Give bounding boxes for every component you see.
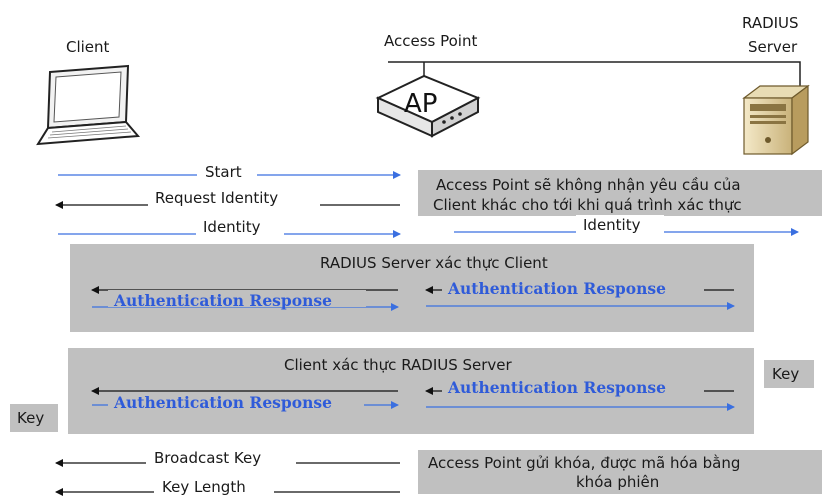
key-box-right	[764, 360, 814, 388]
phase1-right-label: Authentication Response	[447, 279, 666, 298]
phase1-left-label: Authentication Response	[113, 291, 332, 310]
ap-block-note-box	[418, 170, 822, 216]
ap-send-note-line1: Access Point gửi khóa, được mã hóa bằng	[428, 454, 740, 472]
radius-label-line2: Server	[748, 38, 798, 56]
phase2-right-label: Authentication Response	[447, 378, 666, 397]
network-link	[388, 61, 801, 88]
access-point-icon: AP	[375, 74, 481, 138]
access-point-label: Access Point	[384, 32, 477, 50]
ap-send-note-box	[418, 450, 822, 494]
ap-block-note-line2: Client khác cho tới khi quá trình xác th…	[433, 196, 742, 214]
ap-icon-label: AP	[404, 89, 437, 119]
start-label: Start	[205, 163, 242, 181]
phase2-left-label: Authentication Response	[113, 393, 332, 412]
radius-label-line1: RADIUS	[742, 14, 799, 32]
ap-send-note-line2: khóa phiên	[576, 473, 659, 491]
ap-block-note-line1: Access Point sẽ không nhận yêu cầu của	[436, 176, 741, 194]
key-length-label: Key Length	[162, 478, 246, 496]
laptop-icon	[36, 64, 141, 146]
request-identity-label: Request Identity	[155, 189, 278, 207]
client-label: Client	[66, 38, 110, 56]
key-label-left: Key	[17, 409, 44, 427]
key-label-right: Key	[772, 365, 799, 383]
radius-server-icon	[742, 84, 810, 156]
broadcast-key-label: Broadcast Key	[154, 449, 261, 467]
identity-label-right: Identity	[583, 216, 641, 234]
phase2-title: Client xác thực RADIUS Server	[284, 356, 513, 374]
phase1-title: RADIUS Server xác thực Client	[320, 254, 548, 272]
key-box-left	[10, 404, 58, 432]
identity-label-left: Identity	[203, 218, 261, 236]
